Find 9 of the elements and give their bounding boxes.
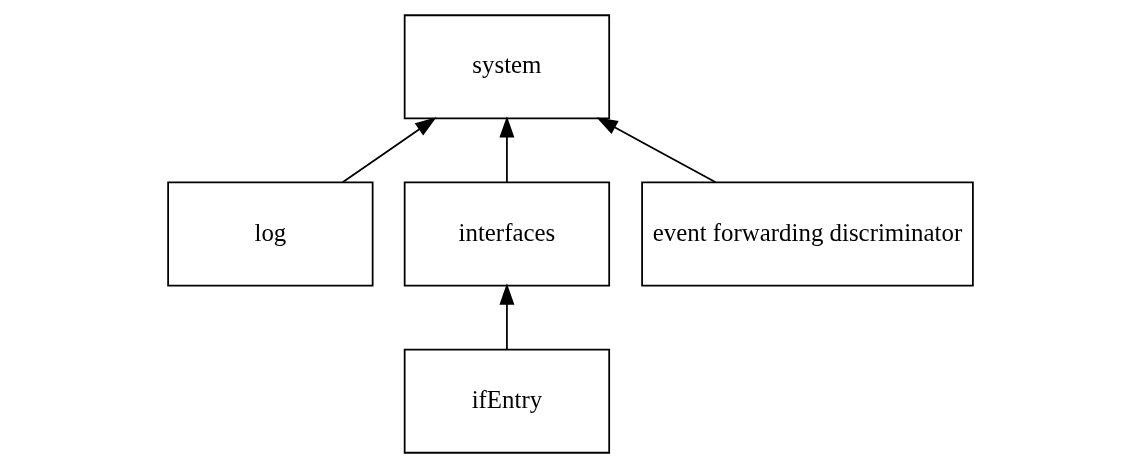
node-box: interfaces — [403, 181, 610, 287]
node-box: event forwarding discriminator — [640, 181, 974, 287]
arrow — [498, 283, 514, 351]
node-box: system — [403, 14, 610, 120]
node-box: ifEntry — [403, 348, 610, 454]
arrow — [498, 116, 514, 184]
arrow — [341, 117, 436, 184]
arrow — [595, 117, 717, 184]
node-box: log — [166, 181, 374, 287]
